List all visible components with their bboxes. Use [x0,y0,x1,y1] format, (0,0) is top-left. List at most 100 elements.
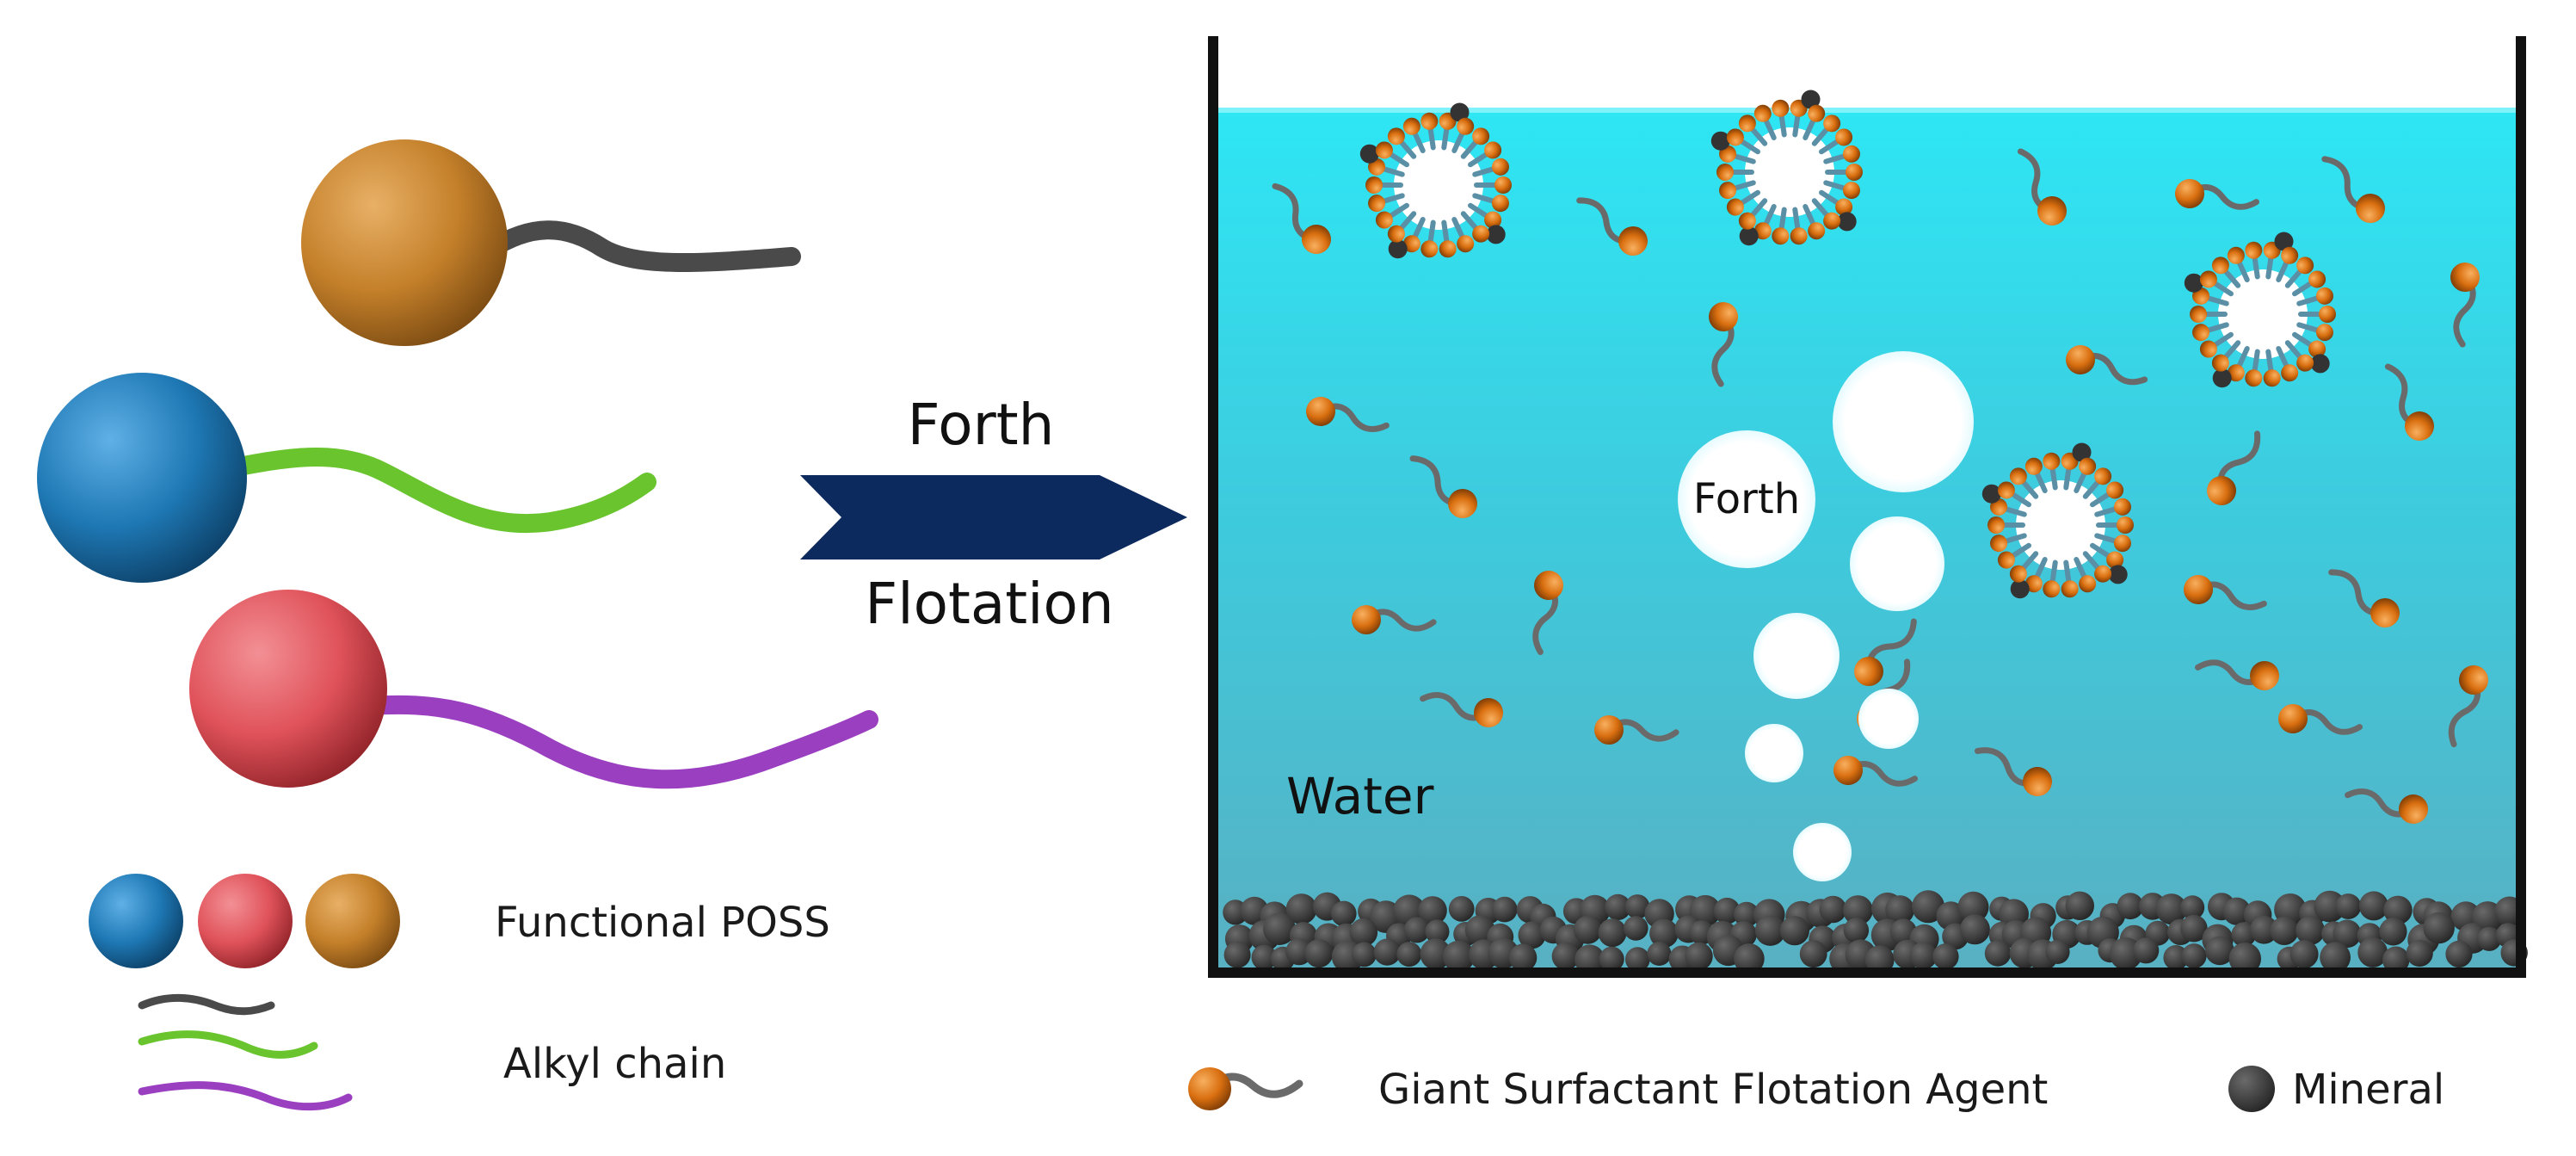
dark-alkyl-chain [481,220,801,273]
mineral-particle [1518,921,1546,949]
flotation-tank: Forth Water [1208,36,2528,978]
mineral-particle [2222,897,2251,925]
tank-walls [1208,36,2526,978]
mineral-particle [2335,893,2362,919]
mineral-particle [1442,940,1475,973]
adsorbed-mineral [1388,239,1408,259]
red-poss-molecule [189,590,878,789]
arrow-label-line1: Forth [908,392,1055,458]
mineral-particle [1885,895,1915,924]
mineral-particle [2228,943,2261,975]
poss-molecules [37,139,878,789]
adsorbed-mineral [1486,225,1506,244]
mineral-sediment [1223,890,2528,975]
mineral-particle [2250,915,2278,944]
mineral-particle [2155,893,2187,925]
key-green-chain [138,1030,318,1059]
key-purple-chain [138,1081,353,1111]
bubble [1745,724,1803,782]
mineral-particle [2180,895,2205,920]
mineral-particle [1864,945,1895,974]
brown-poss-sphere [301,139,508,346]
adsorbed-mineral [1801,90,1821,109]
mineral-particle [2333,919,2362,949]
froth-label: Forth [1693,475,1800,523]
mineral-particle [2358,891,2388,921]
mineral-particle [2231,922,2257,947]
adsorbed-mineral [1739,226,1759,246]
mineral-particle [1396,942,1422,967]
key-dark-chain [138,993,275,1016]
mineral-particle [2065,891,2094,921]
mineral-particle [2477,926,2502,951]
mineral-particle [1647,942,1672,966]
mineral-particle [2181,943,2207,969]
mineral-particle [2320,942,2351,974]
adsorbed-mineral [1450,102,1470,122]
blue-poss-sphere [37,373,247,583]
mineral-particle [1625,947,1650,972]
mineral-particle [1819,895,1847,924]
mineral-particle [1605,893,1631,920]
legend-agent-label: Giant Surfactant Flotation Agent [1378,1066,2048,1114]
adsorbed-mineral [2072,442,2092,462]
mineral-particle [1779,916,1809,946]
mineral-particle [2117,893,2144,920]
mineral-particle [1575,944,1605,975]
bubble [1858,689,1919,749]
green-alkyl-chain [216,447,656,534]
adsorbed-mineral [2212,368,2232,388]
key-red-sphere [198,874,293,968]
mineral-particle [1349,918,1378,947]
mineral-particle [1425,919,1450,944]
mineral-particle [1551,942,1580,970]
mineral-particle [1685,942,1713,971]
mineral-particle [2357,937,2388,967]
mineral-particle [1909,942,1938,970]
adsorbed-mineral [2108,565,2128,584]
adsorbed-mineral [2274,232,2294,251]
mineral-particle [2379,918,2407,946]
mineral-particle [1331,900,1357,927]
adsorbed-mineral [1359,144,1379,164]
micelle [1981,442,2134,599]
micelle [1359,102,1512,259]
mineral-particle [1420,938,1451,970]
mineral-particle [1285,893,1317,924]
mineral-particle [1799,940,1827,968]
mineral-particle [1689,894,1722,927]
mineral-particle [1754,915,1786,946]
functional-poss-label: Functional POSS [495,899,830,947]
mineral-particle [2296,916,2326,945]
adsorbed-mineral [1981,484,2001,504]
blue-poss-molecule [37,373,656,583]
mineral-particle [2270,916,2299,945]
arrow-shape [800,475,1187,559]
mineral-particle [1304,939,1334,968]
mineral-particle [1625,894,1650,919]
bubble [1833,351,1974,492]
mineral-particle [1734,901,1759,928]
mineral-particle [1649,918,1679,949]
mineral-particle [2205,936,2234,966]
bubble [1753,613,1840,699]
purple-alkyl-chain [361,695,878,789]
mineral-particle [1508,943,1538,972]
adsorbed-mineral [2184,273,2203,293]
bubble [1793,823,1852,881]
alkyl-chain-label: Alkyl chain [503,1040,726,1088]
water-label: Water [1286,767,1434,825]
mineral-particle [2314,890,2346,923]
legend-mineral-label: Mineral [2292,1066,2444,1114]
mineral-particle [1373,938,1401,966]
mineral-particle [1959,914,1990,945]
key-brown-sphere [305,874,400,968]
mineral-particle [1957,891,1989,923]
mineral-particle [1843,895,1873,925]
mineral-particle [1599,946,1624,972]
mineral-particle [1448,896,1475,922]
mineral-particle [2383,895,2413,925]
mineral-particle [1492,896,1518,923]
mineral-particle [1251,944,1277,971]
